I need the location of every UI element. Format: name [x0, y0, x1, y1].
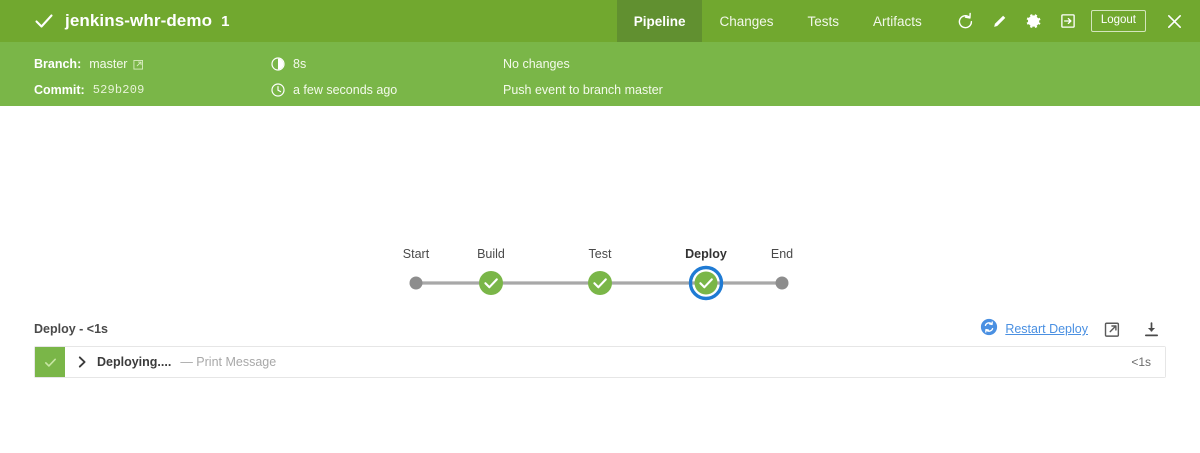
- logout-arrow-icon[interactable]: [1051, 0, 1085, 42]
- header-actions: Logout: [939, 0, 1200, 42]
- tab-tests[interactable]: Tests: [807, 13, 840, 29]
- run-header: jenkins-whr-demo 1 Pipeline Changes Test…: [0, 0, 1200, 42]
- header-spacer: [229, 0, 616, 42]
- pipeline-node-build[interactable]: [479, 271, 503, 295]
- run-tabs: Pipeline Changes Tests Artifacts: [616, 0, 939, 42]
- meta-column-changes: No changes Push event to branch master: [503, 51, 663, 115]
- edit-pencil-icon[interactable]: [983, 0, 1017, 42]
- meta-changes-row: No changes: [503, 51, 663, 77]
- stopwatch-icon: [270, 56, 286, 72]
- meta-column-source: Branch: master Commit: 529b209: [34, 51, 145, 115]
- step-log-section: Deploy - <1s Restart Deploy: [0, 312, 1200, 378]
- step-duration: <1s: [1131, 355, 1151, 369]
- restart-stage-button[interactable]: Restart Deploy: [980, 318, 1088, 341]
- meta-branch-row: Branch: master: [34, 51, 145, 77]
- tab-changes[interactable]: Changes: [719, 13, 774, 29]
- pipeline-node-end[interactable]: [775, 276, 789, 290]
- meta-time-row: a few seconds ago: [270, 77, 397, 103]
- run-number: 1: [221, 12, 230, 30]
- time-ago-value: a few seconds ago: [293, 83, 398, 97]
- step-description: — Print Message: [180, 355, 277, 369]
- duration-value: 8s: [293, 57, 307, 71]
- changes-summary: No changes: [503, 57, 570, 71]
- meta-commit-row: Commit: 529b209: [34, 77, 145, 103]
- meta-cause-row: Push event to branch master: [503, 77, 663, 103]
- step-row[interactable]: Deploying.... — Print Message <1s: [35, 347, 1165, 377]
- replay-icon[interactable]: [949, 0, 983, 42]
- commit-value: 529b209: [92, 83, 145, 97]
- pipeline-node-label-end: End: [771, 247, 793, 261]
- restart-stage-link[interactable]: Restart Deploy: [1005, 322, 1088, 336]
- branch-external-link-icon[interactable]: [133, 59, 144, 70]
- check-icon: [44, 358, 56, 367]
- step-body[interactable]: Deploying.... — Print Message: [65, 347, 1131, 377]
- logout-button[interactable]: Logout: [1090, 10, 1146, 32]
- step-list: Deploying.... — Print Message <1s: [34, 346, 1166, 378]
- pipeline-node-label-start: Start: [403, 247, 430, 261]
- commit-label: Commit:: [34, 83, 85, 97]
- restart-circle-icon: [980, 318, 998, 341]
- pipeline-node-label-build: Build: [477, 247, 505, 261]
- step-name: Deploying....: [97, 355, 172, 369]
- download-log-icon[interactable]: [1136, 316, 1166, 342]
- step-log-header: Deploy - <1s Restart Deploy: [34, 312, 1166, 346]
- step-status-success: [35, 347, 65, 377]
- tab-pipeline[interactable]: Pipeline: [616, 0, 703, 42]
- run-header-left: jenkins-whr-demo 1: [0, 0, 229, 42]
- gear-icon[interactable]: [1017, 0, 1051, 42]
- close-icon[interactable]: [1154, 0, 1194, 42]
- pipeline-node-label-test: Test: [589, 247, 612, 261]
- pipeline-node-start[interactable]: [409, 276, 423, 290]
- branch-label: Branch:: [34, 57, 82, 71]
- open-log-external-icon[interactable]: [1097, 316, 1127, 342]
- meta-duration-row: 8s: [270, 51, 397, 77]
- chevron-right-icon[interactable]: [75, 356, 89, 368]
- run-meta-bar: Branch: master Commit: 529b209: [0, 42, 1200, 106]
- branch-value: master: [89, 57, 128, 71]
- run-title: jenkins-whr-demo: [65, 11, 213, 30]
- pipeline-node-label-deploy: Deploy: [685, 247, 727, 261]
- stage-title: Deploy - <1s: [34, 322, 108, 336]
- tab-artifacts[interactable]: Artifacts: [873, 13, 922, 29]
- step-log-actions: Restart Deploy: [980, 316, 1166, 342]
- pipeline-node-deploy[interactable]: [688, 265, 724, 301]
- clock-icon: [270, 82, 286, 98]
- run-cause: Push event to branch master: [503, 83, 663, 97]
- run-status-check-icon: [34, 11, 54, 31]
- meta-column-timing: 8s a few seconds ago: [270, 51, 397, 115]
- pipeline-node-test[interactable]: [588, 271, 612, 295]
- pipeline-graph: Start Build Test Deploy End: [0, 106, 1200, 306]
